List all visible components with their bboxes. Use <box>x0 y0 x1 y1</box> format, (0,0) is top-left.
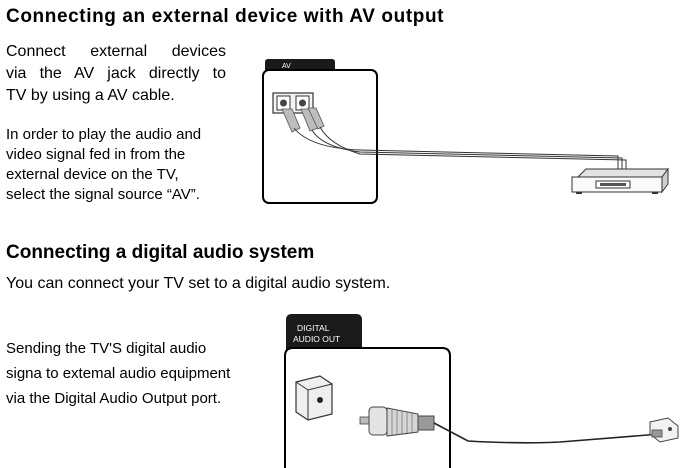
digital-paragraph-line: via the Digital Audio Output port. <box>6 390 222 407</box>
optical-port-icon <box>295 375 333 421</box>
digital-paragraph-line: Sending the TV'S digital audio <box>6 340 207 357</box>
av-diagram: AV <box>262 59 669 204</box>
digital-section-title: Connecting a digital audio system <box>6 242 315 263</box>
optical-plug-icon <box>359 406 435 437</box>
av-paragraph-2-line: external device on the TV, <box>6 166 179 183</box>
av-paragraph-1-line: via the AV jack directly to <box>6 65 226 82</box>
av-paragraph-1: Connect external devices via the AV jack… <box>6 41 226 107</box>
digital-audio-diagram: DIGITAL AUDIO OUT <box>284 314 679 468</box>
optical-cable <box>433 422 661 444</box>
digital-paragraph-line: signa to extemal audio equipment <box>6 365 231 382</box>
av-paragraph-1-line: Connect external devices <box>6 43 226 60</box>
av-panel-label: AV <box>282 63 291 70</box>
av-section-title: Connecting an external device with AV ou… <box>6 6 445 27</box>
av-paragraph-2-line: select the signal source “AV”. <box>6 186 200 203</box>
av-paragraph-2-line: In order to play the audio and <box>6 126 202 143</box>
av-paragraph-2-line: video signal fed in from the <box>6 146 186 163</box>
av-plugs <box>281 107 325 133</box>
av-panel-tab <box>265 59 335 72</box>
av-paragraph-1-line: TV by using a AV cable. <box>6 87 175 104</box>
digital-intro: You can connect your TV set to a digital… <box>6 275 391 292</box>
digital-panel <box>284 347 451 468</box>
digital-panel-label-line1: DIGITAL <box>297 323 330 333</box>
digital-panel-tab <box>286 314 362 352</box>
av-paragraph-2: In order to play the audio and video sig… <box>6 125 236 205</box>
digital-paragraph: Sending the TV'S digital audio signa to … <box>6 336 266 411</box>
av-cable <box>293 126 627 171</box>
audio-equipment-connector-icon <box>649 417 679 443</box>
external-device-icon <box>571 167 669 194</box>
av-panel <box>262 69 378 204</box>
digital-panel-label-line2: AUDIO OUT <box>293 334 340 344</box>
